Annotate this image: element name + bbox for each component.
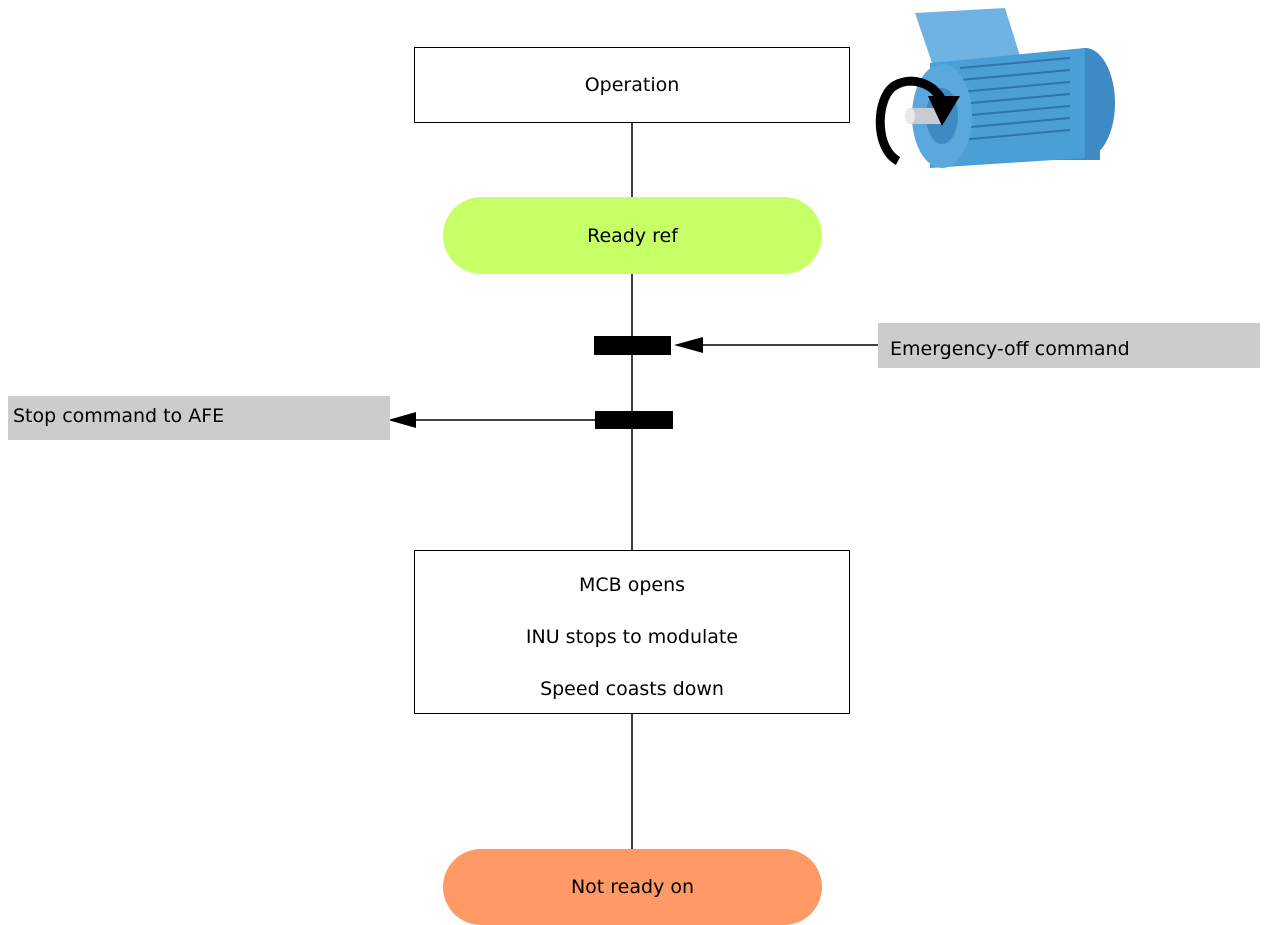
- emergency-off-arrowhead: [674, 337, 703, 353]
- speed-coasts-text: Speed coasts down: [540, 678, 724, 700]
- mcb-opens-text: MCB opens: [578, 574, 686, 596]
- mcb-action-box: MCB opens INU stops to modulate Speed co…: [414, 550, 850, 714]
- emergency-off-command: Emergency-off command: [878, 323, 1260, 368]
- emergency-off-bar: [594, 336, 671, 355]
- not-ready-on-state: Not ready on: [443, 849, 822, 925]
- operation-label: Operation: [584, 74, 680, 96]
- stop-afe-bar: [595, 411, 673, 429]
- electric-motor-icon: [875, 8, 1115, 168]
- emergency-off-label: Emergency-off command: [890, 337, 1130, 360]
- stop-afe-arrowhead: [388, 412, 416, 428]
- stop-command-afe: Stop command to AFE: [8, 396, 390, 440]
- stop-afe-label: Stop command to AFE: [13, 405, 225, 427]
- not-ready-label: Not ready on: [570, 876, 695, 898]
- ready-ref-state: Ready ref: [443, 197, 822, 274]
- ready-ref-label: Ready ref: [587, 224, 678, 247]
- operation-box: Operation: [414, 47, 850, 123]
- inu-stops-text: INU stops to modulate: [525, 626, 739, 648]
